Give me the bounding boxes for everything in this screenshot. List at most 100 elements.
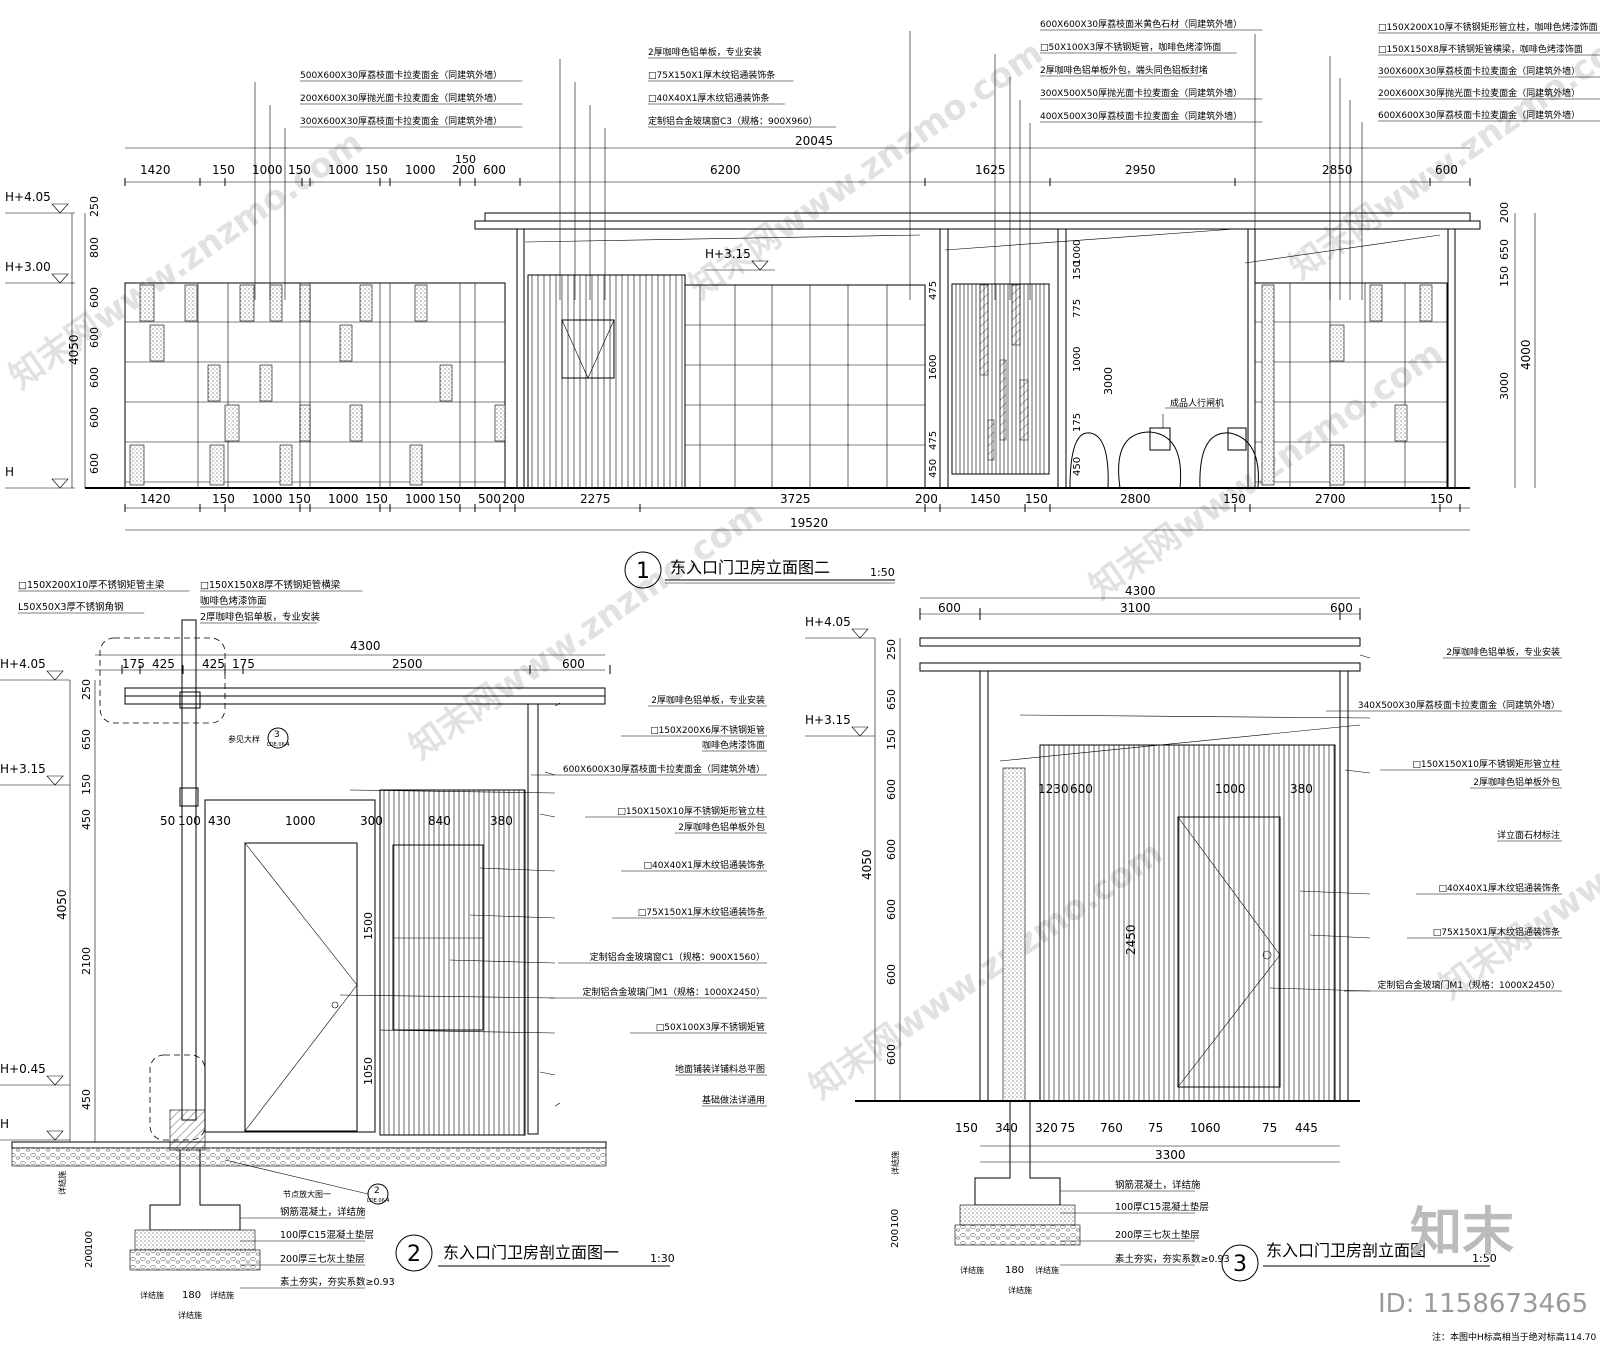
dim-label: 200 (84, 1249, 95, 1268)
dim-label: 425 (202, 657, 225, 671)
dim-label: 150 (212, 163, 235, 177)
dim-label: 1230 (1038, 782, 1069, 796)
stone-tile (1261, 284, 1275, 486)
note-leader (339, 994, 556, 999)
drawing-number: 2 (407, 1242, 421, 1267)
dim-label: 4050 (67, 334, 81, 365)
dim-label: 600 (88, 407, 101, 428)
stone-wall-left (124, 282, 506, 489)
extra-150-dim: 150 (455, 153, 476, 166)
dim-label: 100 (178, 814, 201, 828)
dim-label: 4000 (1519, 339, 1533, 370)
level-triangle (46, 670, 64, 681)
note-text: □50X100X3厚不锈钢矩管，咖啡色烤漆饰面 (1040, 41, 1221, 53)
dim-label: 600 (938, 601, 961, 615)
level-markers: H+4.05H+3.15H+0.45H (0, 657, 70, 1141)
dim-label: 150 (365, 163, 388, 177)
dim-label: 1000 (1072, 240, 1083, 265)
note-leader (554, 1102, 561, 1107)
dim-label: 600 (885, 779, 898, 800)
stone-tile (1329, 324, 1345, 362)
detail-ref: 参见大样 (228, 734, 260, 744)
dim-label: 3100 (1120, 601, 1151, 615)
drawing-title: 东入口门卫房剖立面图 (1266, 1241, 1426, 1260)
door-m1 (244, 842, 358, 1132)
dim-label: 3725 (780, 492, 811, 506)
dim-label: 150 (1072, 261, 1083, 280)
dim-label: 250 (88, 196, 101, 217)
dim-label: 4050 (860, 849, 874, 880)
stone-tile (1369, 284, 1383, 322)
dim-label: 150 (365, 492, 388, 506)
dim-label: 600 (483, 163, 506, 177)
dim-label: 1000 (405, 163, 436, 177)
dim-label: 详结施 (140, 1290, 164, 1300)
note-leader (539, 813, 556, 818)
stone-tile (1329, 444, 1345, 486)
stone-tile (349, 404, 363, 442)
dim-label: 600 (885, 839, 898, 860)
note-leader (1359, 654, 1371, 659)
note-text: 200厚三七灰土垫层 (280, 1253, 365, 1265)
stone-tile (259, 364, 273, 402)
note-text: 400X500X30厚荔枝面卡拉麦面金（同建筑外墙） (1040, 110, 1242, 122)
glass-outline (684, 284, 926, 489)
note-text: 详立面石材标注 (1497, 829, 1560, 841)
dim-label: 180 (1005, 1265, 1024, 1276)
note-text: □150X150X8厚不锈钢矩管横梁 (200, 579, 341, 591)
leader-notes: □150X200X10厚不锈钢矩管主梁L50X50X3厚不锈钢角钢□150X15… (18, 579, 767, 1107)
foundation-notes: 钢筋混凝土，详结施100厚C15混凝土垫层200厚三七灰土垫层素土夯实，夯实系数… (57, 1171, 395, 1320)
dim-label: 600 (885, 1044, 898, 1065)
overall-bottom-dim: 19520 (790, 516, 828, 530)
stone-tile (1394, 404, 1408, 442)
dim-label: 1000 (1215, 782, 1246, 796)
drawing-title: 东入口门卫房立面图二 (670, 558, 830, 577)
drawing-number: 3 (1233, 1252, 1247, 1277)
stone-tile (239, 284, 255, 322)
note-text: 200X600X30厚抛光面卡拉麦面金（同建筑外墙） (300, 92, 502, 104)
note-text: 2厚咖啡色铝单板，专业安装 (1446, 646, 1560, 658)
dim-label: 150 (438, 492, 461, 506)
note-text: 定制铝合金玻璃门M1（规格：1000X2450） (1378, 979, 1560, 991)
dim-label: 详结施 (57, 1171, 67, 1195)
level-triangle (51, 478, 69, 489)
note-text: □40X40X1厚木纹铝通装饰条 (648, 92, 769, 104)
level-triangle (46, 775, 64, 786)
dim-label: 180 (182, 1290, 201, 1301)
slat-outline (379, 789, 526, 1136)
note-text: 定制铝合金玻璃窗C3（规格：900X960） (648, 115, 818, 127)
note-leader (469, 914, 556, 919)
dim-label: 800 (88, 237, 101, 258)
dim-label: 150 (288, 492, 311, 506)
door-pattern (987, 419, 995, 461)
dim-label: 75 (1262, 1121, 1277, 1135)
footer-note: 注：本图中H标高相当于绝对标高114.70 (1432, 1331, 1597, 1343)
dim-label: 详结施 (960, 1265, 984, 1275)
dim-label: 2275 (580, 492, 611, 506)
detail-sheet: LDE.06.4 (267, 742, 290, 748)
stone-tile (209, 444, 225, 486)
dim-label: 600 (88, 287, 101, 308)
dim-label: 100 (84, 1231, 95, 1250)
dim-label: 1625 (975, 163, 1006, 177)
stone-tile (149, 324, 165, 362)
level-label: H+3.15 (0, 762, 46, 776)
dim-label: 1000 (1072, 347, 1083, 372)
dim-label: 430 (208, 814, 231, 828)
drawing-scale: 1:50 (1472, 1252, 1497, 1265)
level-label: H (0, 1117, 9, 1131)
brand-logo: 知末 (1410, 1203, 1514, 1263)
dim-label: 320 (1035, 1121, 1058, 1135)
note-text: 咖啡色烤漆饰面 (702, 739, 765, 751)
node-label: 节点放大图一 (283, 1189, 331, 1199)
stone-tile (207, 364, 221, 402)
note-text: 定制铝合金玻璃门M1（规格：1000X2450） (583, 986, 765, 998)
note-text: 600X600X30厚荔枝面米黄色石材（同建筑外墙） (1040, 18, 1242, 30)
dim-label: 175 (122, 657, 145, 671)
leader-notes: 500X600X30厚荔枝面卡拉麦面金（同建筑外墙）200X600X30厚抛光面… (254, 18, 1600, 300)
dim-label: 450 (1072, 457, 1083, 476)
